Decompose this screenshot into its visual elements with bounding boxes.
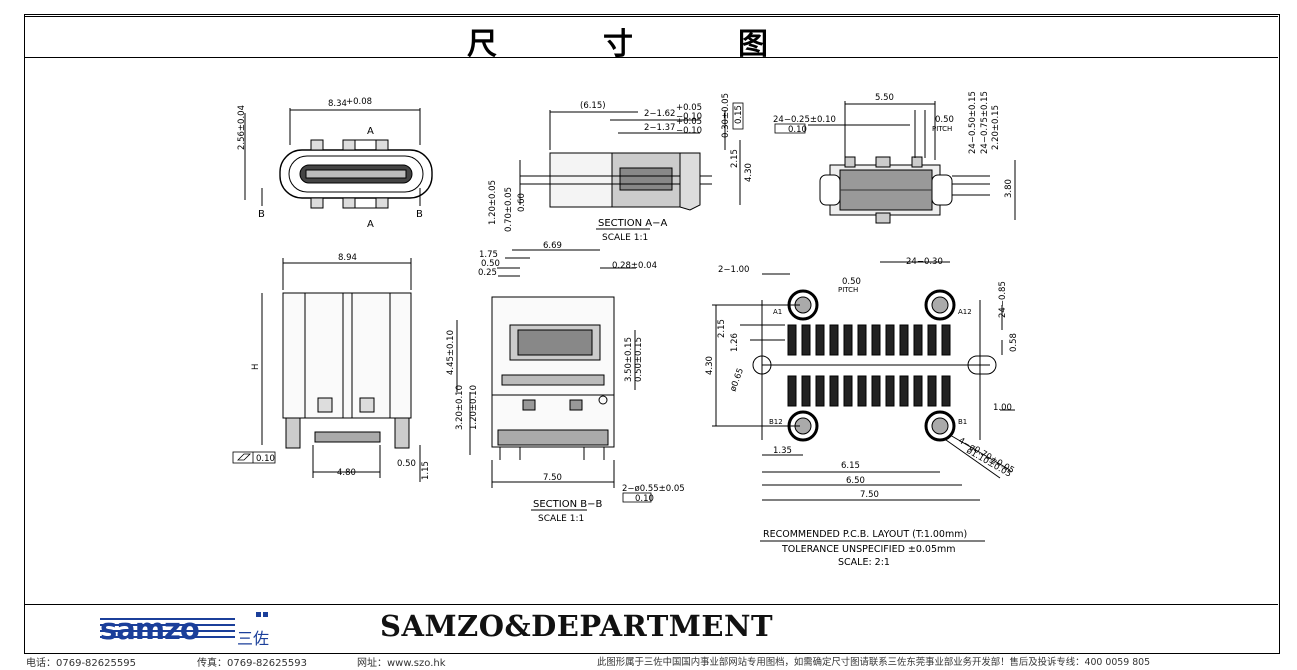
sa-d3-tol-plus: +0.05: [676, 117, 702, 127]
sb-base: 7.50: [543, 473, 562, 483]
section-a-label: SECTION A−A: [598, 218, 667, 229]
top-pitch-label: PITCH: [932, 125, 952, 133]
layout-notes: RECOMMENDED P.C.B. LAYOUT (T:1.00mm) TOL…: [760, 529, 985, 568]
section-a-top-label: A: [367, 126, 374, 137]
sb-v4: 3.20±0.10: [455, 385, 465, 430]
contact-website: 网址：www.szo.hk: [357, 658, 446, 669]
section-b-view: 6.69 1.75 0.50 0.25 0.28±0.04 4.45±0.10 …: [446, 241, 685, 524]
side-b2: 0.50: [397, 459, 416, 469]
section-b-right-label: B: [416, 209, 423, 220]
sa-d1: (6.15): [580, 101, 606, 111]
pcb-v2: 1.26: [730, 333, 740, 352]
section-a-view: (6.15) 2−1.62 +0.05 −0.10 2−1.37 +0.05 −…: [488, 93, 754, 243]
sb-d4: 0.28±0.04: [612, 261, 657, 271]
sa-d8: 0.70±0.05: [504, 187, 514, 232]
sa-d6: 4.30: [744, 163, 754, 182]
front-width-dim: 8.34: [328, 99, 347, 109]
top-pitch: 0.50: [935, 115, 954, 125]
pcb-a1: A1: [773, 308, 782, 316]
sb-w: 6.69: [543, 241, 562, 251]
front-view: 8.34 +0.08 2.56±0.04 A A B B: [237, 97, 433, 230]
logo-wordmark: samzo: [100, 612, 199, 646]
pcb-pitch: 0.50: [842, 277, 861, 287]
pcb-b12: B12: [769, 418, 783, 426]
title-char-1: 尺: [467, 27, 497, 62]
company-name: SAMZO&DEPARTMENT: [380, 609, 774, 643]
sb-d2: 0.50: [481, 259, 500, 269]
note-line-3: SCALE: 2:1: [838, 557, 890, 568]
front-height-dim: 2.56±0.04: [237, 105, 247, 150]
pcb-h2: 6.15: [841, 461, 860, 471]
section-a-scale: SCALE 1:1: [602, 233, 648, 243]
sa-d2-tol-minus: −0.10: [676, 112, 702, 122]
pcb-v5: 24−0.85: [998, 281, 1008, 318]
side-h: H: [251, 364, 261, 370]
pcb-layout-view: 2−1.00 24−0.30 0.50 PITCH A1 A12 B12 B1 …: [705, 257, 1019, 501]
pcb-hole: ø0.65: [728, 367, 746, 393]
sb-v3: 0.50±0.15: [634, 337, 644, 382]
pcb-v3: 4.30: [705, 356, 715, 375]
side-view: 8.94 H 0.10 4.80 0.50 1.15: [232, 253, 431, 482]
sa-d7: 1.20±0.05: [488, 180, 498, 225]
contact-fax: 传真：0769-82625593: [197, 658, 307, 669]
pcb-v1: 2.15: [717, 319, 727, 338]
sb-v1: 4.45±0.10: [446, 330, 456, 375]
title-char-2: 寸: [603, 27, 633, 62]
sb-v2: 3.50±0.15: [624, 337, 634, 382]
pcb-v4: 0.58: [1009, 333, 1019, 352]
top-w: 5.50: [875, 93, 894, 103]
sb-hole: 2−ø0.55±0.05: [622, 484, 685, 494]
footer-notice: 此图形属于三佐中国国内事业部网站专用图档，如需确定尺寸图请联系三佐东莞事业部业务…: [597, 657, 1151, 668]
top-v1: 24−0.50±0.15: [968, 91, 978, 154]
footer-bar: [24, 604, 1278, 653]
sb-v5: 1.20±0.10: [469, 385, 479, 430]
contact-phone: 电话：0769-82625595: [26, 658, 136, 669]
sa-d3-tol-minus: −0.10: [676, 126, 702, 136]
section-b-scale: SCALE 1:1: [538, 514, 584, 524]
sb-hole-box: 0.10: [635, 494, 654, 504]
pcb-h1: 1.35: [773, 446, 792, 456]
sa-d4-box: 0.15: [734, 105, 744, 124]
top-v3: 2.20±0.15: [991, 105, 1001, 150]
logo-chinese: 三佐: [237, 629, 269, 646]
sa-d3: 2−1.37: [644, 123, 675, 133]
side-b3: 1.15: [421, 461, 431, 480]
sb-d3: 0.25: [478, 268, 497, 278]
pcb-h3: 6.50: [846, 476, 865, 486]
side-b1: 4.80: [337, 468, 356, 478]
sa-d5: 2.15: [730, 149, 740, 168]
note-line-2: TOLERANCE UNSPECIFIED ±0.05mm: [781, 544, 956, 555]
page-title: 尺 寸 图: [24, 17, 1278, 62]
section-b-label: SECTION B−B: [533, 499, 602, 510]
top-view: 5.50 24−0.25±0.10 0.10 0.50 PITCH 24−0.5…: [773, 91, 1016, 224]
top-d1-box: 0.10: [788, 125, 807, 135]
drawing-frame: [24, 14, 1280, 654]
pcb-v6: 1.00: [993, 403, 1012, 413]
sa-d4: 0.30±0.05: [721, 93, 731, 138]
top-d1: 24−0.25±0.10: [773, 115, 836, 125]
pcb-pitch-label: PITCH: [838, 286, 858, 294]
front-width-tol: +0.08: [346, 97, 372, 107]
section-a-bottom-label: A: [367, 219, 374, 230]
company-logo: samzo 三佐: [100, 612, 275, 648]
sa-d9: 0.60: [517, 193, 527, 212]
pcb-d2: 24−0.30: [906, 257, 943, 267]
logo-graphic: samzo 三佐: [100, 612, 269, 648]
pcb-h4: 7.50: [860, 490, 879, 500]
pcb-d1: 2−1.00: [718, 265, 749, 275]
sa-d2-tol-plus: +0.05: [676, 103, 702, 113]
side-flat: 0.10: [256, 454, 275, 464]
title-bar: 尺 寸 图: [24, 16, 1278, 62]
sb-d1: 1.75: [479, 250, 498, 260]
top-v2: 24−0.75±0.15: [980, 91, 990, 154]
section-b-left-label: B: [258, 209, 265, 220]
title-char-3: 图: [738, 27, 768, 62]
pcb-b1: B1: [958, 418, 967, 426]
note-line-1: RECOMMENDED P.C.B. LAYOUT (T:1.00mm): [763, 529, 967, 540]
sa-d2: 2−1.62: [644, 109, 675, 119]
top-h: 3.80: [1004, 179, 1014, 198]
side-w: 8.94: [338, 253, 357, 263]
pcb-a12: A12: [958, 308, 972, 316]
